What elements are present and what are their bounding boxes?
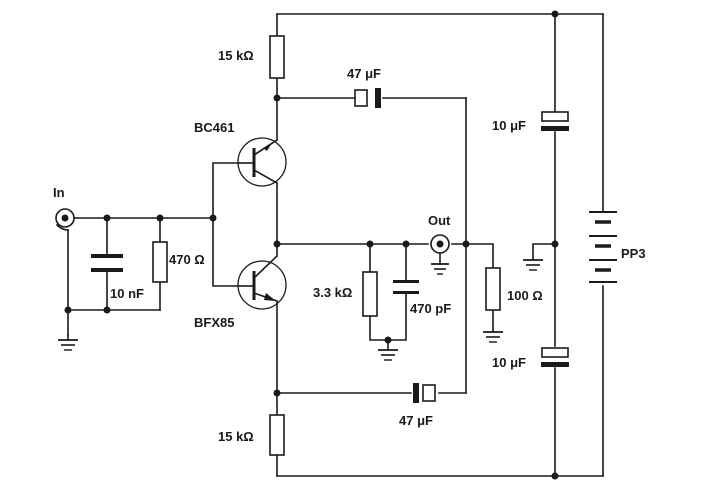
resistor-470-ohm <box>152 241 168 283</box>
label-r-top: 15 kΩ <box>218 48 254 63</box>
junction-dots <box>64 10 559 480</box>
capacitor-10nf <box>91 254 123 272</box>
resistor-15k-top <box>269 35 285 79</box>
capacitor-470pf <box>393 280 419 294</box>
label-r-out: 100 Ω <box>507 288 543 303</box>
label-c-load: 470 pF <box>410 301 451 316</box>
label-q-bottom: BFX85 <box>194 315 234 330</box>
label-output: Out <box>428 213 451 228</box>
transistor-bfx85 <box>237 254 287 310</box>
ground-symbol-output <box>431 263 449 275</box>
capacitor-10uf-top <box>541 111 569 131</box>
label-r-load: 3.3 kΩ <box>313 285 352 300</box>
label-c-couple-bottom: 47 μF <box>399 413 433 428</box>
label-input: In <box>53 185 65 200</box>
wiring <box>67 13 604 477</box>
resistor-15k-bottom <box>269 414 285 456</box>
label-c-supply-top: 10 μF <box>492 118 526 133</box>
capacitor-10uf-bottom <box>541 347 569 367</box>
label-battery: PP3 <box>621 246 646 261</box>
battery-pp3 <box>589 211 617 283</box>
ground-symbol-100-ohm <box>483 331 503 343</box>
label-q-top: BC461 <box>194 120 234 135</box>
label-c-supply-bottom: 10 μF <box>492 355 526 370</box>
resistor-100-ohm <box>485 267 501 311</box>
label-c-couple-top: 47 μF <box>347 66 381 81</box>
label-r-input: 470 Ω <box>169 252 205 267</box>
ground-symbol-load <box>378 349 398 361</box>
transistor-bc461 <box>237 137 287 187</box>
ground-symbol-supply-mid <box>523 259 543 271</box>
capacitor-47uf-top <box>354 88 381 108</box>
label-r-bottom: 15 kΩ <box>218 429 254 444</box>
label-c-input: 10 nF <box>110 286 144 301</box>
output-socket <box>430 234 450 265</box>
input-socket <box>55 208 75 231</box>
capacitor-47uf-bottom <box>413 383 436 403</box>
ground-symbol-input <box>58 334 78 351</box>
resistor-3-3k <box>362 271 378 317</box>
